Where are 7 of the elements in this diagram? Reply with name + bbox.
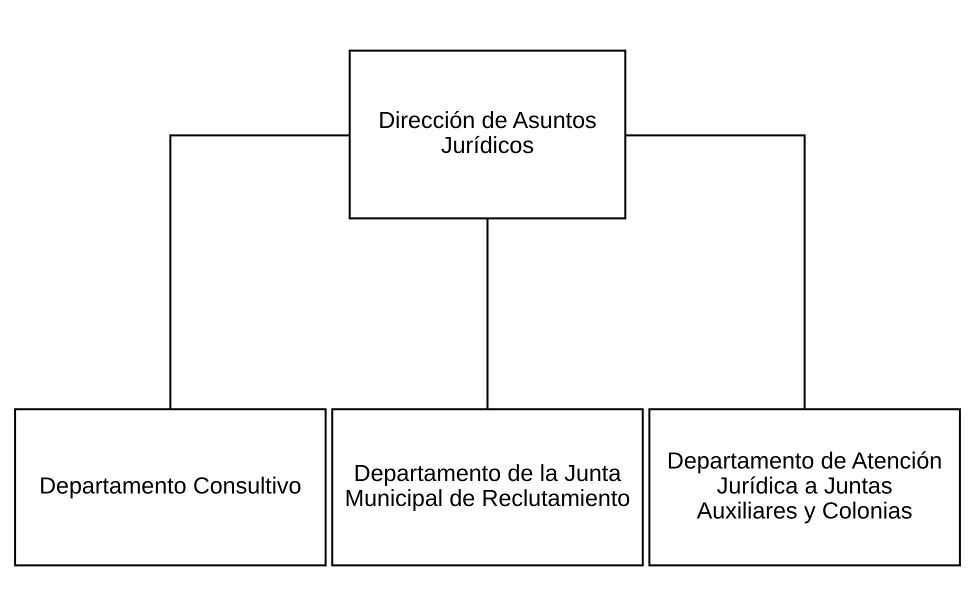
node-box: Departamento de Atención Jurídica a Juntas Auxiliares y Colonias (648, 408, 961, 566)
node-box: Departamento Consultivo (14, 408, 327, 566)
connector (486, 218, 488, 409)
node-box: Departamento de la Junta Municipal de Reclutamiento (331, 408, 644, 566)
connector (626, 134, 806, 410)
node-box: Dirección de Asuntos Jurídicos (348, 50, 626, 220)
connector (169, 134, 350, 410)
